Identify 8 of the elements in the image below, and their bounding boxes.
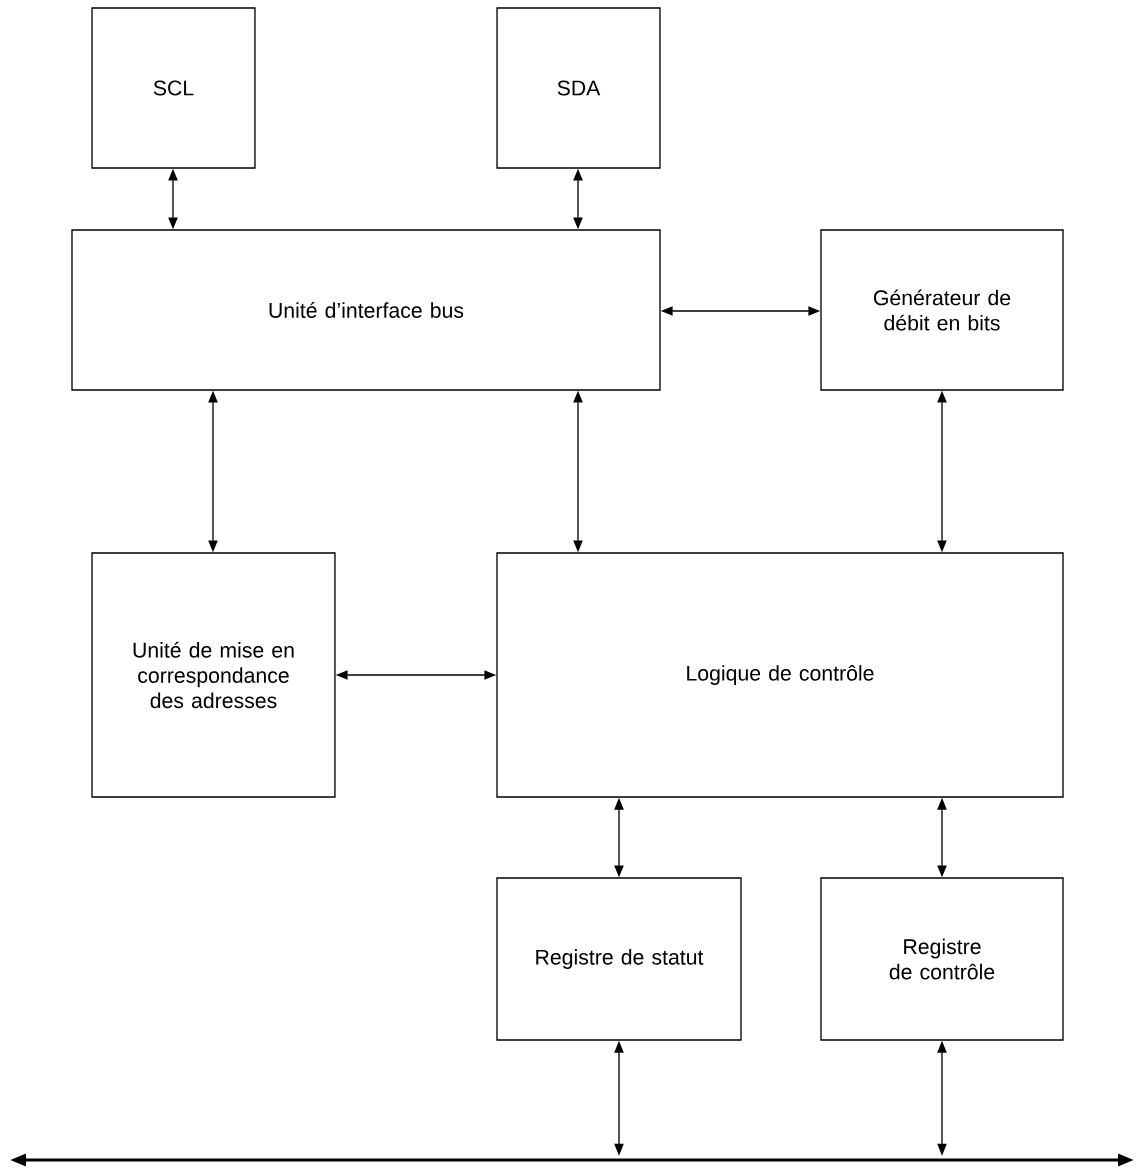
block-box: Unité de mise en correspondance des adresses (91, 552, 336, 798)
block-box: SCL (91, 7, 256, 169)
block-box: Unité d’interface bus (71, 229, 661, 391)
block-box: Logique de contrôle (496, 552, 1064, 798)
block-box: Registre de contrôle (820, 877, 1064, 1041)
block-box: SDA (496, 7, 661, 169)
block-box: Générateur de débit en bits (820, 229, 1064, 391)
block-box: Registre de statut (496, 877, 742, 1041)
